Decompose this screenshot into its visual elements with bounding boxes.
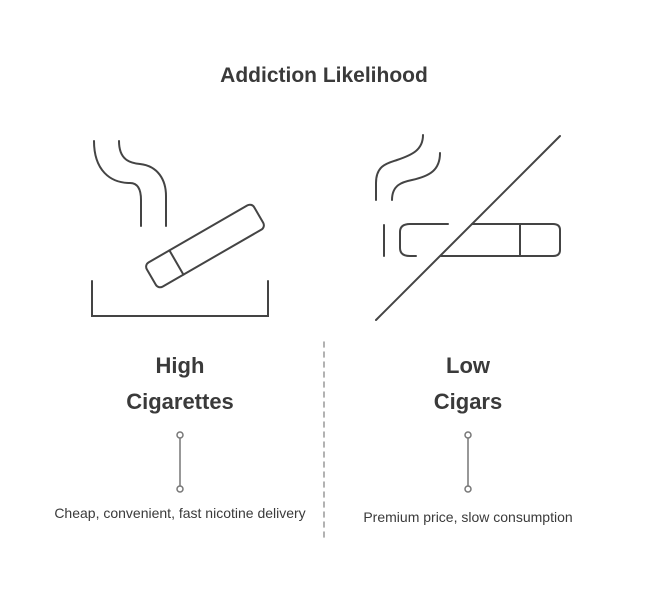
description-cigarettes: Cheap, convenient, fast nicotine deliver… [54, 505, 306, 521]
smoking-cigarette-ashtray-icon [91, 140, 269, 317]
level-high: High [155, 353, 205, 378]
cigar-body [399, 223, 561, 257]
no-smoking-icon [375, 134, 561, 321]
product-cigarettes: Cigarettes [126, 389, 234, 414]
diagram-title: Addiction Likelihood [220, 64, 428, 87]
cigarette [145, 203, 265, 289]
level-low: Low [446, 353, 490, 378]
smoke-line-2 [118, 140, 167, 227]
smoke-line-1 [93, 140, 142, 227]
ashtray [91, 280, 269, 317]
smoke-line-1 [375, 134, 424, 201]
connector-right [464, 431, 472, 493]
product-cigars: Cigars [433, 389, 503, 414]
smoke-line-2 [391, 152, 441, 201]
strike-line [375, 135, 561, 321]
description-cigars: Premium price, slow consumption [363, 509, 573, 525]
connector-left [176, 431, 184, 493]
